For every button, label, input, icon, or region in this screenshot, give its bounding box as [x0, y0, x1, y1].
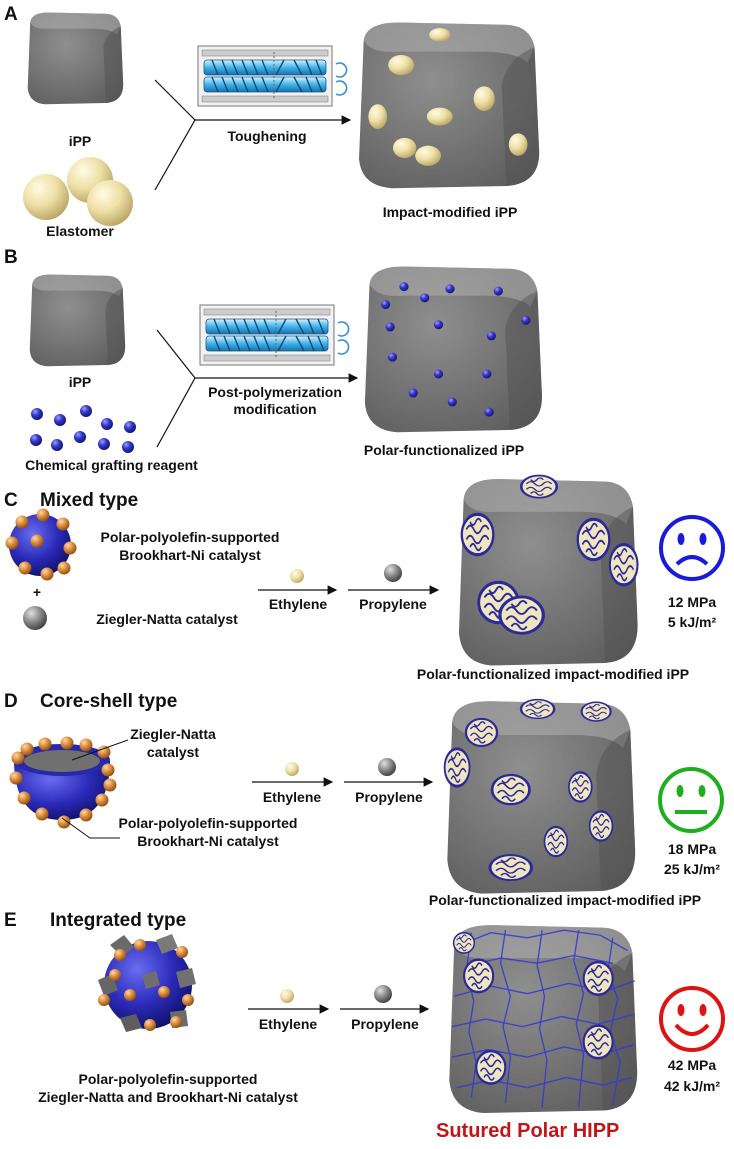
tensile-strength-d: 18 MPa [667, 841, 717, 857]
ethylene-ball [290, 569, 304, 583]
shell-label-1: Polar-polyolefin-supported [118, 815, 298, 831]
sad-face-icon [659, 515, 725, 581]
shell-label-2: Brookhart-Ni catalyst [137, 833, 279, 849]
toughening-label: Toughening [227, 128, 307, 144]
propylene-ball [374, 985, 392, 1003]
supported-ni-catalyst-c [5, 508, 77, 581]
zn-catalyst-ball [23, 606, 47, 630]
core-shell-catalyst [9, 736, 117, 829]
panel-letter-a: A [4, 4, 18, 25]
integrated-catalyst-label-1: Polar-polyolefin-supported [78, 1071, 258, 1087]
leader-line [71, 739, 129, 761]
elastomer-balls [23, 157, 133, 226]
polar-functionalized-cube [364, 266, 542, 433]
extruder-icon [199, 304, 350, 366]
product-label-d: Polar-functionalized impact-modified iPP [428, 892, 702, 908]
impact-modified-cube [359, 22, 540, 189]
impact-strength-c: 5 kJ/m² [667, 614, 717, 630]
ipp-cube-a [27, 12, 124, 105]
neutral-face-icon [658, 767, 724, 833]
impact-strength-d: 25 kJ/m² [663, 861, 721, 877]
integrated-catalyst-label-2: Ziegler-Natta and Brookhart-Ni catalyst [38, 1089, 298, 1105]
panel-letter-e: E [4, 910, 17, 931]
impact-modified-ipp-label: Impact-modified iPP [382, 204, 518, 220]
ipp-cube-b [29, 274, 126, 367]
sutured-hipp-cube [449, 925, 638, 1114]
sutured-polar-hipp-label: Sutured Polar HIPP [436, 1120, 620, 1142]
panel-d [9, 698, 636, 894]
connector-line [156, 377, 196, 448]
elastomer-label: Elastomer [46, 223, 114, 239]
product-label-c: Polar-functionalized impact-modified iPP [416, 666, 690, 682]
ethylene-label: Ethylene [262, 789, 322, 805]
connector-line [154, 119, 196, 191]
propylene-ball [378, 758, 396, 776]
supported-ni-label-1: Polar-polyolefin-supported [100, 529, 280, 545]
panel-letter-d: D [4, 691, 18, 712]
panel-c [5, 474, 640, 666]
connector-line [156, 329, 196, 379]
ipp-label-b: iPP [68, 374, 92, 390]
panel-b [29, 266, 542, 453]
ethylene-ball [280, 989, 294, 1003]
impact-strength-e: 42 kJ/m² [663, 1078, 721, 1094]
integrated-catalyst [98, 934, 196, 1032]
plus-sign: + [32, 584, 42, 600]
zn-core-label-1: Ziegler-Natta [130, 726, 216, 742]
leader-line [61, 817, 120, 839]
tensile-strength-c: 12 MPa [667, 594, 717, 610]
mixed-type-cube [458, 474, 640, 666]
panel-e [98, 925, 638, 1114]
panel-letter-b: B [4, 247, 18, 268]
propylene-label: Propylene [351, 1016, 419, 1032]
grafting-reagent-label: Chemical grafting reagent [25, 457, 198, 473]
supported-ni-label-2: Brookhart-Ni catalyst [119, 547, 261, 563]
panel-a [23, 12, 540, 226]
ipp-label-a: iPP [68, 133, 92, 149]
propylene-ball [384, 564, 402, 582]
zn-catalyst-label: Ziegler-Natta catalyst [96, 611, 238, 627]
extruder-icon [197, 45, 348, 107]
happy-face-icon [659, 986, 725, 1052]
propylene-label: Propylene [355, 789, 423, 805]
panel-letter-c: C [4, 490, 18, 511]
connector-line [154, 79, 196, 121]
grafting-reagent-balls [30, 405, 136, 453]
polar-functionalized-ipp-label: Polar-functionalized iPP [363, 442, 525, 458]
mixed-type-title: Mixed type [40, 490, 139, 511]
core-shell-type-title: Core-shell type [40, 691, 178, 712]
ethylene-ball [285, 762, 299, 776]
core-shell-cube [443, 698, 636, 894]
ethylene-label: Ethylene [258, 1016, 318, 1032]
post-polymerization-label: Post-polymerization [208, 384, 342, 400]
integrated-type-title: Integrated type [50, 910, 187, 931]
zn-core-label-2: catalyst [146, 744, 200, 760]
modification-label: modification [233, 401, 317, 417]
ethylene-label: Ethylene [268, 596, 328, 612]
propylene-label: Propylene [359, 596, 427, 612]
tensile-strength-e: 42 MPa [667, 1057, 717, 1073]
